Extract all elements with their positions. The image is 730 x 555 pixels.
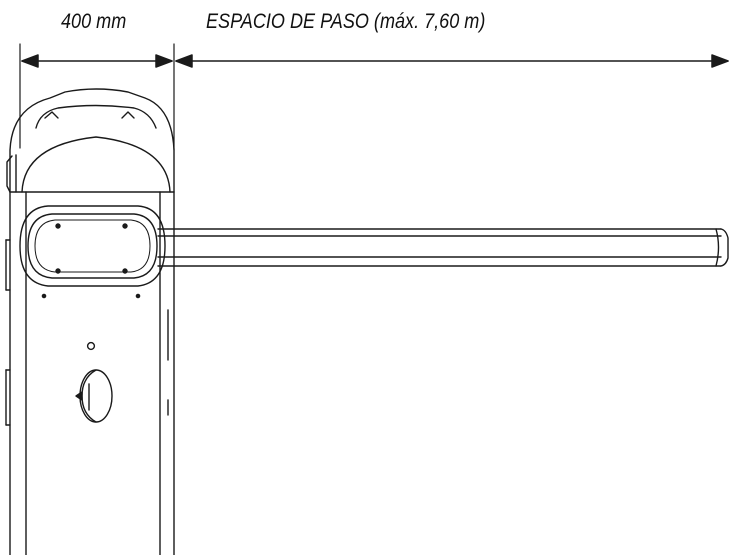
barrier-column (5, 191, 175, 555)
passage-dimension-arrow (175, 54, 729, 68)
column-fixtures (41, 293, 141, 351)
extension-lines (19, 43, 175, 151)
arm-mount-plate (19, 205, 166, 287)
lock-icon (75, 369, 113, 423)
housing-cap (6, 88, 175, 193)
barrier-width-label: 400 mm (61, 10, 127, 33)
passage-space-label: ESPACIO DE PASO (máx. 7,60 m) (206, 10, 486, 33)
width-dimension-arrow (21, 54, 173, 68)
boom-arm (157, 228, 729, 267)
